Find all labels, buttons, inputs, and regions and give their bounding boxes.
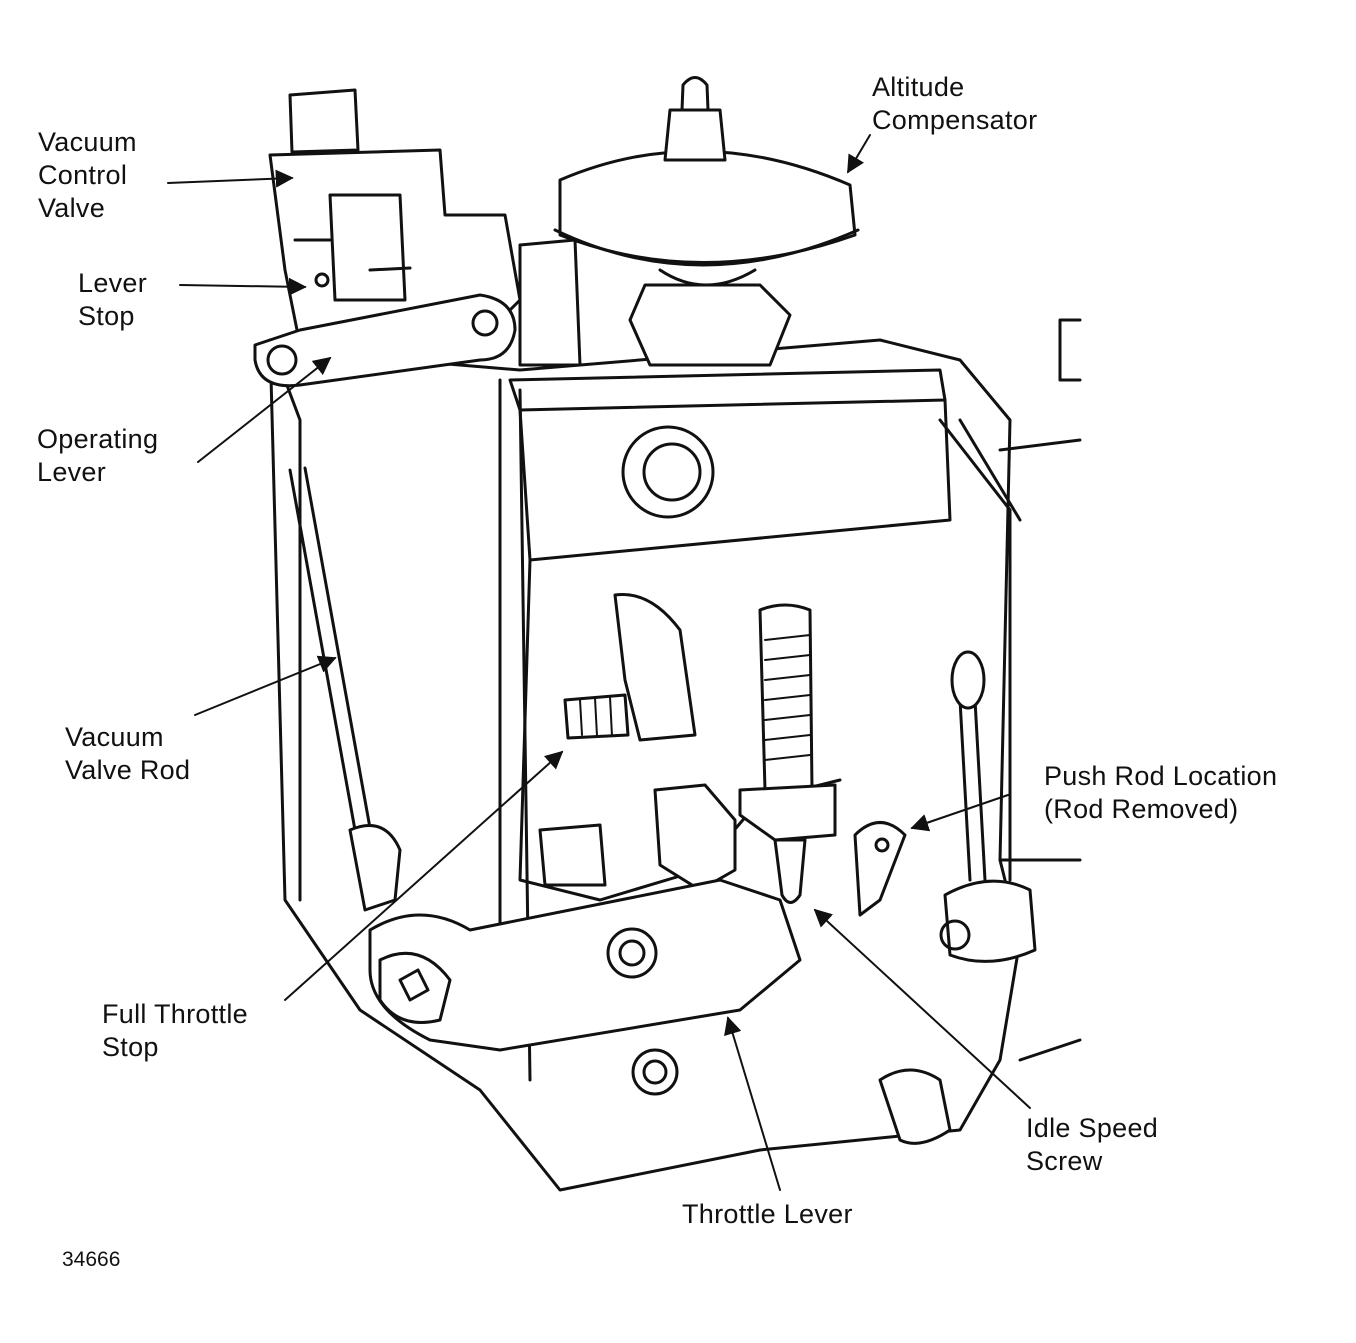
arrow-idle-speed-screw xyxy=(813,908,1031,1109)
vacuum-valve-rod-drawing xyxy=(288,466,402,912)
label-vacuum-control-valve: Vacuum Control Valve xyxy=(38,127,137,223)
push-rod-location-drawing xyxy=(853,650,1037,963)
label-operating-lever: Operating Lever xyxy=(37,424,159,487)
label-altitude-compensator: Altitude Compensator xyxy=(872,72,1038,135)
arrow-operating-lever xyxy=(197,356,332,463)
arrow-push-rod-location xyxy=(910,794,1009,832)
arrow-full-throttle-stop xyxy=(284,750,564,1001)
label-lever-stop: Lever Stop xyxy=(78,268,148,331)
label-vacuum-valve-rod: Vacuum Valve Rod xyxy=(65,722,191,785)
label-push-rod-location: Push Rod Location (Rod Removed) xyxy=(1044,761,1278,824)
idle-speed-screw-drawing xyxy=(538,603,837,904)
arrow-throttle-lever xyxy=(724,1016,781,1191)
arrow-altitude-compensator xyxy=(847,134,871,174)
label-throttle-lever: Throttle Lever xyxy=(682,1199,853,1229)
arrow-vacuum-valve-rod xyxy=(194,655,337,716)
callout-arrows xyxy=(167,134,1031,1191)
label-idle-speed-screw: Idle Speed Screw xyxy=(1026,1113,1159,1176)
full-throttle-stop-drawing xyxy=(563,592,697,742)
pump-body xyxy=(268,318,1082,1192)
arrow-lever-stop xyxy=(179,277,307,296)
arrow-vacuum-control-valve xyxy=(167,169,294,188)
throttle-lever-drawing xyxy=(368,878,952,1145)
cam-plug-drawing xyxy=(621,425,715,519)
label-full-throttle-stop: Full Throttle Stop xyxy=(102,999,248,1062)
altitude-compensator-drawing xyxy=(553,76,860,367)
figure-number: 34666 xyxy=(62,1248,121,1271)
